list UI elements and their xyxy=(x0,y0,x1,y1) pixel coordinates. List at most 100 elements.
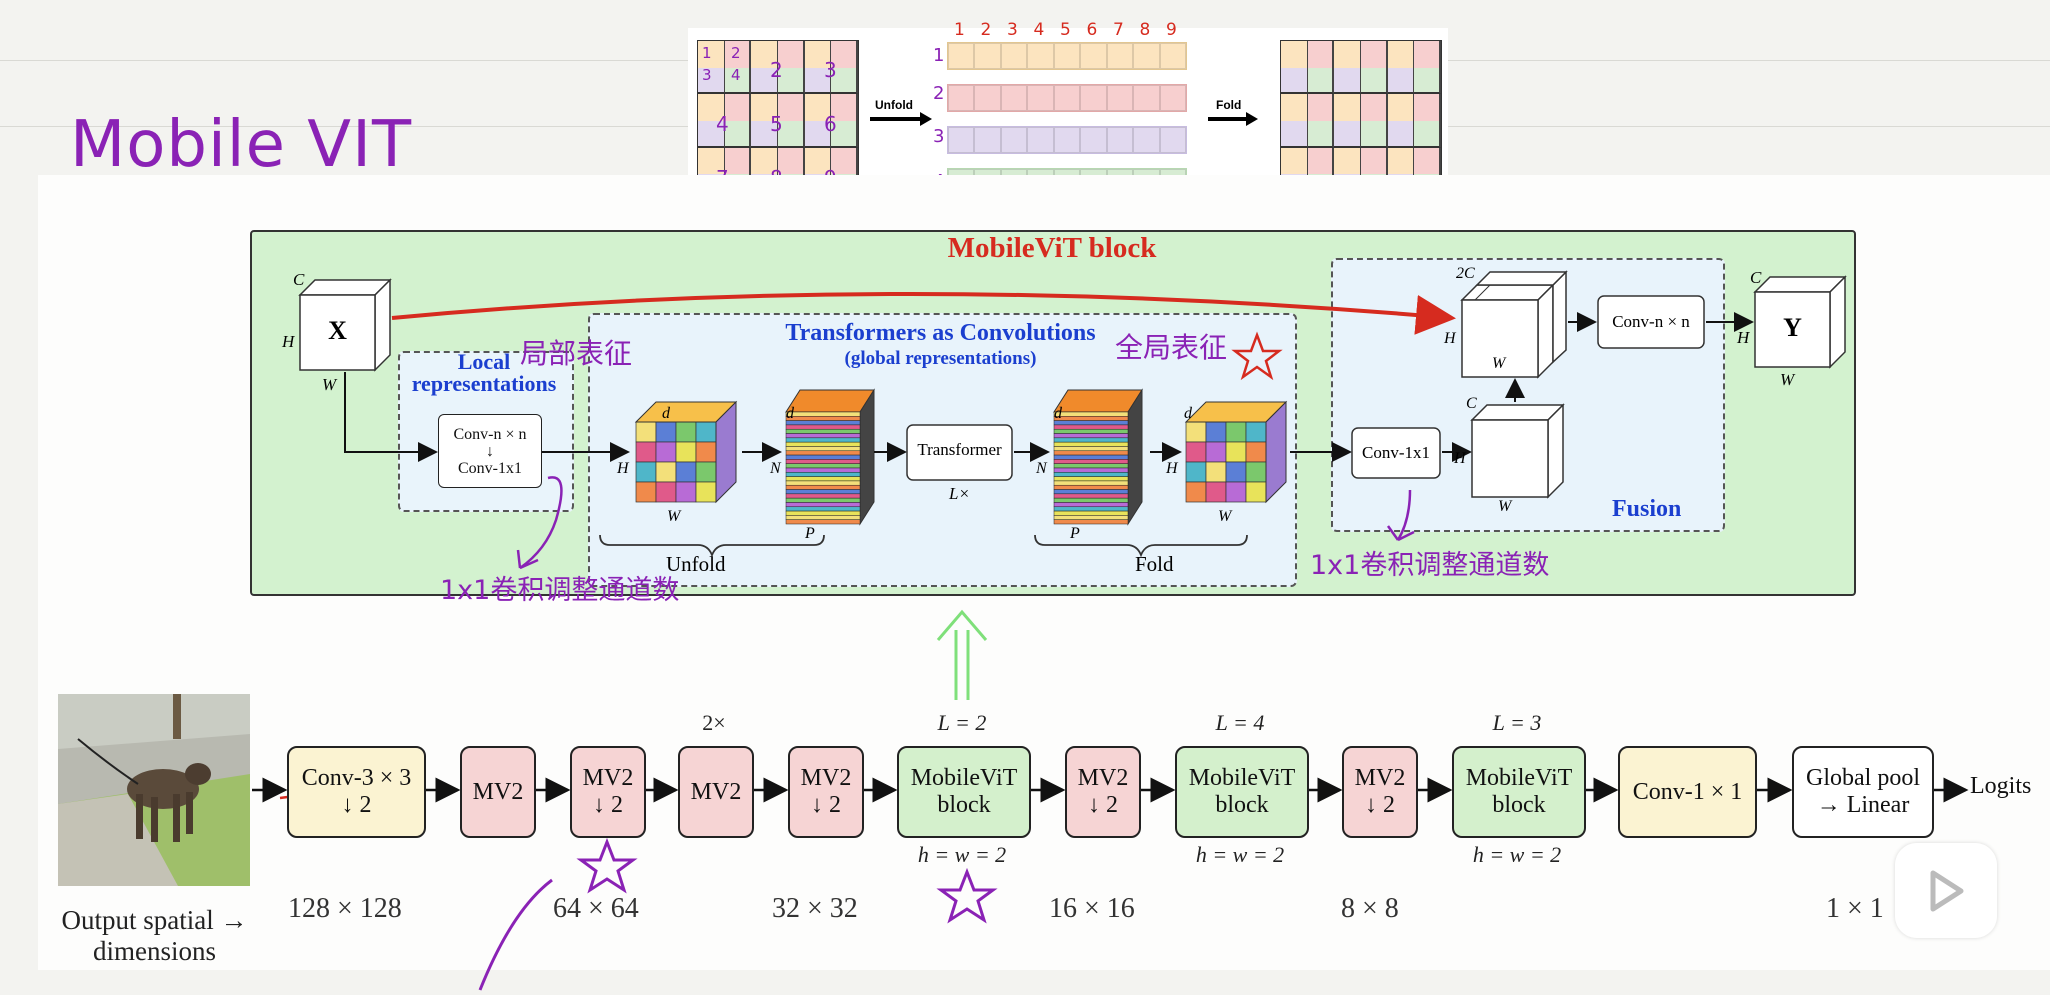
grid-cell xyxy=(1334,120,1361,148)
stack-layer xyxy=(785,515,861,520)
token-cell xyxy=(1053,43,1081,69)
column-number: 4 xyxy=(1033,20,1045,40)
mv2-block: MV2 xyxy=(460,746,536,838)
stack-layer xyxy=(1053,420,1129,426)
skip-connection-arrow xyxy=(391,292,1456,335)
output-dims-label: Output spatial → dimensions xyxy=(42,905,267,967)
block-line1: MobileViT xyxy=(910,765,1018,791)
cube-cell xyxy=(675,481,697,503)
column-number: 2 xyxy=(980,20,992,40)
grid-cell xyxy=(777,147,805,175)
grid-cell xyxy=(751,147,778,175)
block-line2: ↓ 2 xyxy=(593,792,623,818)
grid-number: 3 xyxy=(702,66,712,84)
dim-d-label: d xyxy=(1184,405,1192,422)
token-cell xyxy=(1133,127,1160,153)
stack-layer xyxy=(1053,489,1129,495)
grid-cell xyxy=(724,41,752,68)
grid-cell xyxy=(1414,147,1441,175)
stack-layer xyxy=(785,476,861,482)
stack-layer xyxy=(785,502,861,508)
token-cell xyxy=(1159,85,1186,111)
cube-side xyxy=(715,400,737,504)
transformer-label: Transformer xyxy=(917,440,1002,459)
grid-cell xyxy=(751,94,778,121)
token-cell xyxy=(1027,85,1054,111)
cube-cell xyxy=(1245,421,1267,443)
grid-cell xyxy=(1307,120,1335,148)
cube-cell xyxy=(1185,421,1207,443)
grid-cell xyxy=(777,94,805,121)
dim-n-label: N xyxy=(770,460,781,477)
column-number: 6 xyxy=(1086,20,1098,40)
cube-cell xyxy=(655,441,677,463)
stack-layer xyxy=(1053,416,1129,421)
block-line1: Conv-1 × 1 xyxy=(1632,778,1743,805)
spatial-dim: 32 × 32 xyxy=(772,893,858,924)
cube-cell xyxy=(635,441,657,463)
dim-h-label: H xyxy=(1444,330,1456,347)
token-cell xyxy=(974,127,1001,153)
block-line1: MV2 xyxy=(1354,765,1406,791)
fusion-lower-cube xyxy=(1470,403,1565,499)
spatial-dim: 8 × 8 xyxy=(1341,893,1399,924)
patch-size-caption: h = w = 2 xyxy=(1472,842,1562,867)
token-row-3 xyxy=(947,126,1187,154)
block-line1: MobileViT xyxy=(1188,765,1296,791)
token-cell xyxy=(948,43,975,69)
stack-layer xyxy=(785,420,861,426)
dim-h-label: H xyxy=(1454,450,1466,467)
dim-n-label: N xyxy=(1036,460,1047,477)
dim-h-label: H xyxy=(1737,328,1750,347)
block-line1: MobileViT xyxy=(1465,765,1573,791)
block-line2: block xyxy=(1492,792,1546,818)
token-cell xyxy=(1133,85,1160,111)
stack-layer xyxy=(1053,446,1129,452)
cube-cell xyxy=(655,421,677,443)
grid-cell xyxy=(804,120,832,148)
cube-cell xyxy=(695,461,717,483)
block-line2: → Linear xyxy=(1816,792,1910,818)
grid-cell xyxy=(831,147,858,175)
stack-layer xyxy=(1053,510,1129,516)
dim-w-label: W xyxy=(322,375,337,394)
dim-h-label: H xyxy=(1166,460,1178,477)
row-number: 2 xyxy=(933,83,945,104)
input-dog-image xyxy=(58,694,250,886)
mv2-downsample-block: MV2 ↓ 2 xyxy=(570,746,646,838)
token-cell xyxy=(948,127,975,153)
global-pool-linear-block: Global pool → Linear xyxy=(1792,746,1934,838)
stack-layer xyxy=(1053,428,1129,434)
cube-cell xyxy=(1205,461,1227,483)
grid-cell xyxy=(698,147,725,175)
stack-layer xyxy=(785,480,861,486)
stack-layer xyxy=(785,446,861,452)
grid-cell xyxy=(724,67,752,95)
block-line1: Conv-3 × 3 xyxy=(301,765,412,791)
stack-layer xyxy=(1053,450,1129,456)
handwritten-title: Mobile VIT xyxy=(70,108,413,182)
dim-d-label: d xyxy=(1054,405,1062,422)
grid-cell xyxy=(804,94,832,121)
grid-number: 4 xyxy=(716,112,729,136)
stack-layer xyxy=(785,411,861,417)
stack-layer xyxy=(785,459,861,464)
conv-annotation-right: 1x1卷积调整通道数 xyxy=(1310,550,1550,581)
fusion-convnxn-label: Conv-n × n xyxy=(1612,312,1690,331)
conv3x3-stem-block: Conv-3 × 3 ↓ 2 xyxy=(287,746,426,838)
grid-cell xyxy=(1360,94,1388,121)
output-label-line2: dimensions xyxy=(92,936,216,966)
unfold-label-block: Unfold xyxy=(666,552,726,576)
stack-side xyxy=(1127,388,1143,526)
video-play-button[interactable] xyxy=(1895,843,1997,938)
stack-layer xyxy=(1053,515,1129,520)
grid-cell xyxy=(1334,67,1361,95)
cube-cell xyxy=(635,421,657,443)
dim-w-label: W xyxy=(1780,370,1795,389)
stack-layer xyxy=(785,472,861,477)
grid-cell xyxy=(804,41,832,68)
grid-cell xyxy=(1387,94,1415,121)
fusion-concat-cube xyxy=(1460,270,1568,379)
dim-d-label: d xyxy=(786,405,794,422)
cube-cell xyxy=(1205,441,1227,463)
